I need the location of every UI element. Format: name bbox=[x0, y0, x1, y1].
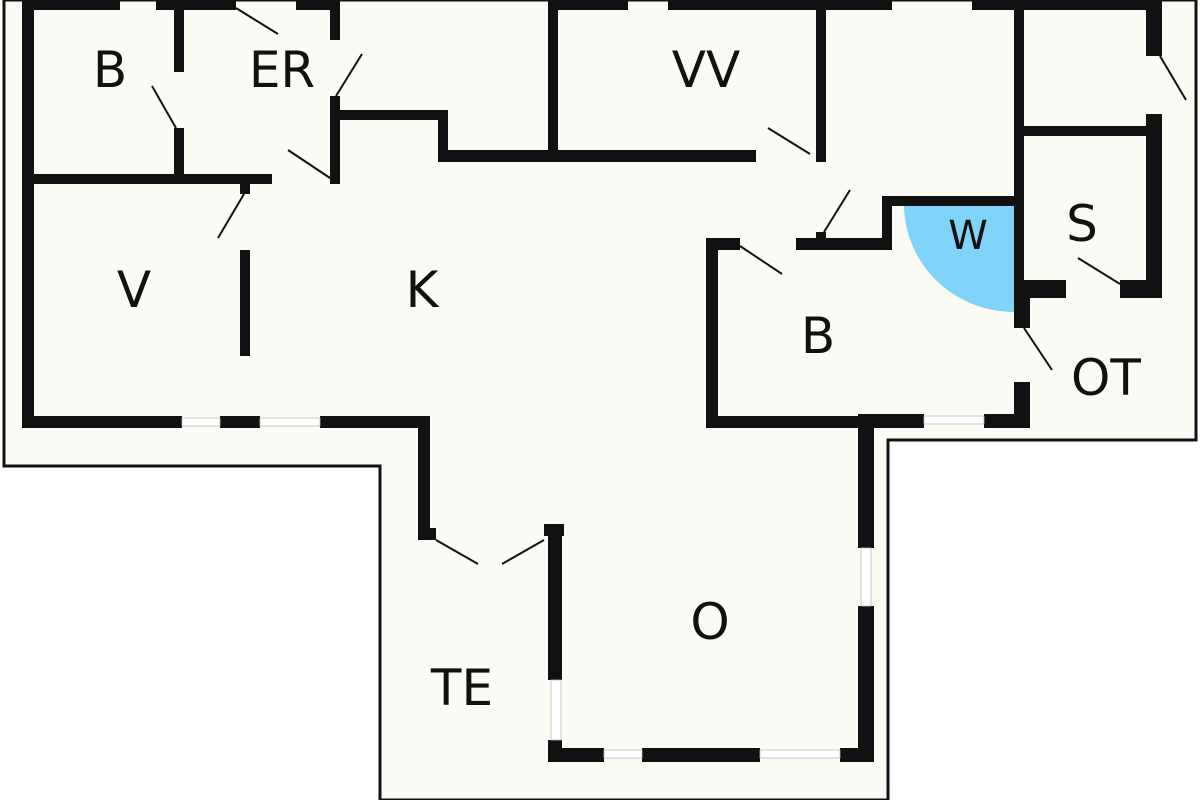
door-leaf bbox=[217, 193, 245, 239]
wall bbox=[882, 196, 892, 250]
wall bbox=[220, 416, 260, 428]
room-label-er: ER bbox=[249, 41, 315, 99]
wall bbox=[438, 110, 448, 162]
room-label-ot: OT bbox=[1071, 349, 1141, 407]
window bbox=[259, 417, 321, 427]
room-label-w: W bbox=[948, 213, 988, 259]
window bbox=[603, 749, 643, 759]
room-label-o: O bbox=[690, 593, 729, 651]
walls bbox=[22, 0, 1162, 762]
door-leaf bbox=[1159, 55, 1187, 101]
windows bbox=[181, 415, 985, 759]
wall bbox=[642, 748, 760, 762]
wall bbox=[22, 416, 182, 428]
wall bbox=[438, 150, 756, 162]
window bbox=[860, 547, 872, 607]
window bbox=[923, 415, 985, 425]
wall bbox=[22, 0, 34, 428]
house-floor bbox=[24, 4, 1150, 752]
room-labels: B ER VV V K W S B OT O TE bbox=[93, 41, 1142, 717]
wall bbox=[858, 414, 924, 428]
door-leaf bbox=[151, 85, 177, 129]
wall bbox=[1014, 382, 1030, 428]
wall bbox=[548, 748, 604, 762]
wall bbox=[858, 606, 874, 762]
door-leaf bbox=[287, 149, 331, 179]
doors bbox=[151, 7, 1187, 565]
door-leaf bbox=[823, 189, 851, 233]
door-leaf bbox=[1023, 327, 1053, 371]
wall bbox=[240, 250, 250, 356]
window bbox=[181, 417, 221, 427]
door-leaf bbox=[739, 245, 783, 275]
window bbox=[550, 679, 562, 741]
wall bbox=[816, 6, 826, 162]
wall bbox=[548, 524, 562, 680]
room-label-v: V bbox=[117, 261, 151, 319]
wall bbox=[174, 128, 184, 180]
room-label-b-top-left: B bbox=[93, 41, 127, 99]
wall bbox=[668, 0, 892, 10]
room-label-k: K bbox=[406, 261, 440, 319]
w-room-highlight bbox=[904, 204, 1014, 312]
wall bbox=[882, 196, 1024, 206]
wall bbox=[240, 176, 250, 194]
wall bbox=[330, 96, 340, 184]
wall bbox=[330, 0, 340, 40]
wall bbox=[706, 416, 866, 428]
room-label-s: S bbox=[1066, 195, 1098, 253]
window bbox=[759, 749, 841, 759]
wall bbox=[156, 0, 236, 10]
wall bbox=[858, 414, 874, 548]
door-leaf bbox=[335, 53, 363, 97]
door-leaf bbox=[435, 539, 479, 565]
wall bbox=[22, 0, 120, 10]
door-leaf bbox=[235, 7, 279, 35]
wall bbox=[330, 110, 446, 120]
wall bbox=[296, 0, 340, 10]
wall bbox=[1014, 280, 1066, 298]
wall bbox=[320, 416, 430, 428]
wall bbox=[174, 10, 184, 72]
interior-floor bbox=[24, 4, 1150, 752]
wall bbox=[706, 238, 718, 428]
room-label-vv: VV bbox=[672, 41, 740, 99]
room-label-b-bath: B bbox=[801, 307, 835, 365]
wall bbox=[22, 174, 272, 184]
wall bbox=[1146, 0, 1162, 56]
door-leaf bbox=[1077, 257, 1121, 285]
room-label-te: TE bbox=[430, 659, 493, 717]
wall bbox=[548, 0, 628, 10]
wall bbox=[418, 528, 436, 540]
door-leaf bbox=[501, 539, 545, 565]
wall bbox=[796, 238, 890, 250]
wall bbox=[1014, 6, 1024, 292]
wall bbox=[1146, 114, 1162, 298]
wall bbox=[1014, 126, 1158, 136]
wall bbox=[548, 0, 558, 160]
door-leaf bbox=[767, 127, 811, 155]
wall bbox=[816, 150, 826, 162]
wall bbox=[418, 416, 430, 540]
wall bbox=[972, 0, 1158, 10]
